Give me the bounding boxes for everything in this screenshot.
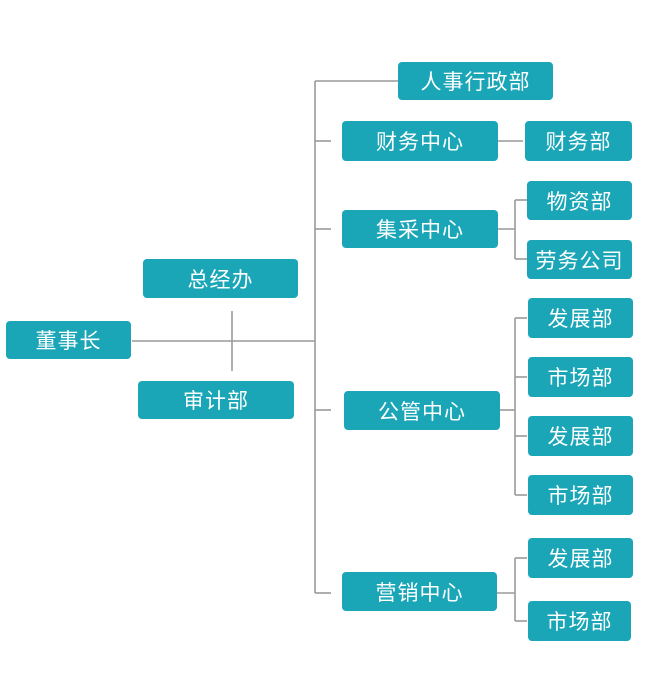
- node-chairman: 董事长: [6, 321, 131, 359]
- node-finance-department: 财务部: [525, 121, 632, 161]
- node-public-management-center: 公管中心: [344, 391, 500, 430]
- node-finance-center: 财务中心: [342, 121, 498, 161]
- node-market-department: 市场部: [528, 475, 633, 515]
- node-audit-department: 审计部: [138, 381, 294, 419]
- node-development-department: 发展部: [528, 538, 633, 578]
- node-labor-company: 劳务公司: [527, 240, 632, 279]
- node-market-department: 市场部: [528, 601, 631, 641]
- node-procurement-center: 集采中心: [342, 210, 498, 248]
- node-hr-admin: 人事行政部: [398, 62, 553, 100]
- node-development-department: 发展部: [528, 298, 633, 338]
- node-general-office: 总经办: [143, 259, 298, 298]
- node-materials-department: 物资部: [527, 181, 632, 220]
- node-development-department: 发展部: [528, 416, 633, 456]
- node-marketing-center: 营销中心: [342, 572, 497, 611]
- node-market-department: 市场部: [528, 357, 633, 397]
